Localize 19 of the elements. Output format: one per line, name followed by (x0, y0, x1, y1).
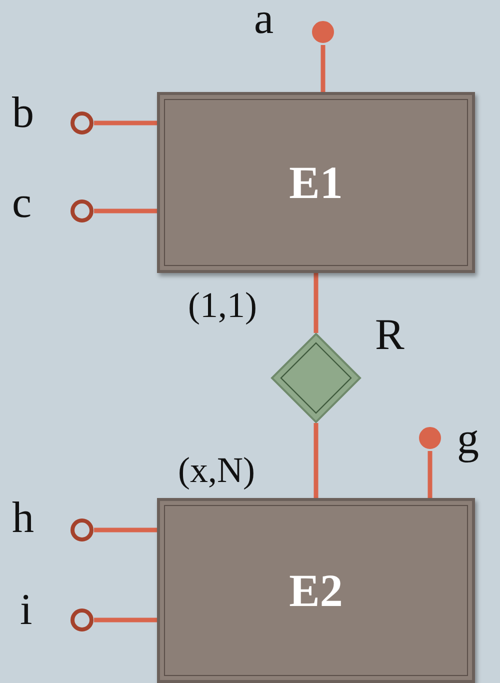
connector-line (94, 120, 157, 126)
entity-box (157, 92, 475, 273)
relationship-name: R (375, 313, 404, 357)
attribute-name: c (12, 181, 32, 225)
connector-line (94, 618, 157, 622)
entity-box (157, 498, 475, 683)
connector-line (314, 273, 318, 333)
connector-line (320, 45, 326, 92)
attribute-name: i (20, 588, 32, 632)
attribute-name: b (12, 91, 34, 135)
connector-line (314, 423, 318, 498)
attribute-name: h (12, 496, 34, 540)
entity-name: E1 (289, 156, 343, 209)
connector-line (94, 528, 157, 532)
attribute-name: a (254, 0, 274, 41)
attribute-name: g (457, 417, 479, 461)
entity-name: E2 (289, 564, 343, 617)
connector-line (94, 208, 157, 214)
connector-line (428, 451, 432, 498)
